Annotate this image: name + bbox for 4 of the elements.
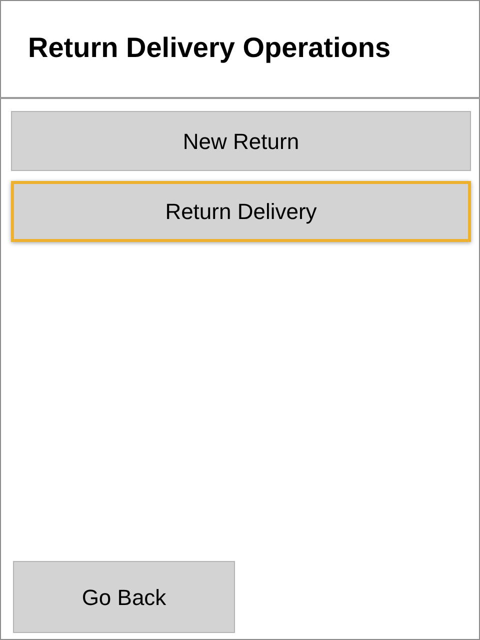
menu-button: Return Delivery xyxy=(11,181,471,242)
menu-button: New Return xyxy=(11,111,471,171)
menu-button: Go Back xyxy=(13,561,235,633)
header-title: Return Delivery Operations xyxy=(28,31,391,65)
